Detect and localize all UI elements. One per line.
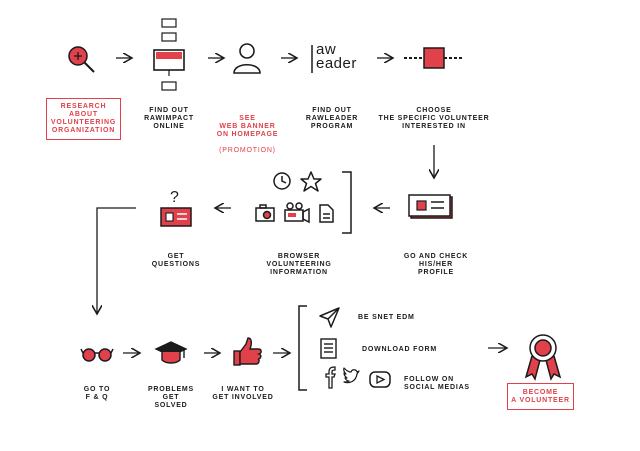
question-card-icon: ? xyxy=(160,189,192,227)
slider-icon xyxy=(404,47,464,69)
step-profile: GO AND CHECK HIS/HER PROFILE xyxy=(403,253,469,276)
step-rawimpact: FIND OUT RAWIMPACT ONLINE xyxy=(144,107,194,130)
search-icon xyxy=(68,46,95,73)
step-involved: I WANT TO GET INVOLVED xyxy=(212,386,274,401)
step-research: RESEARCH ABOUT VOLUNTEERING ORGANIZATION xyxy=(46,98,121,140)
clock-icon xyxy=(273,172,291,190)
step-banner-promo: (PROMOTION) xyxy=(219,147,276,154)
video-icon xyxy=(284,202,310,224)
user-icon xyxy=(233,43,261,74)
youtube-icon xyxy=(369,371,391,388)
document-icon xyxy=(319,204,334,223)
logo-top: aw xyxy=(316,41,337,58)
step-download: DOWNLOAD FORM xyxy=(362,346,437,353)
step-choose: CHOOSE THE SPECIFIC VOLUNTEER INTERESTED… xyxy=(378,107,490,130)
facebook-icon xyxy=(325,366,336,389)
send-icon xyxy=(319,307,340,328)
profile-card-icon xyxy=(408,194,453,219)
thumbs-up-icon xyxy=(233,337,262,366)
step-banner-main: SEE WEB BANNER ON HOMEPAGE xyxy=(216,115,279,138)
step-faq: GO TO F & Q xyxy=(83,386,111,401)
glasses-icon xyxy=(80,348,114,362)
step-rawleader: FIND OUT RAWLEADER PROGRAM xyxy=(305,107,359,130)
step-become: BECOME A VOLUNTEER xyxy=(507,383,574,410)
rawleader-logo-text: aw eader xyxy=(316,41,357,72)
ribbon-icon xyxy=(524,334,562,381)
graduation-cap-icon xyxy=(154,341,188,364)
flow-arrows xyxy=(97,58,507,353)
twitter-icon xyxy=(343,367,360,384)
step-banner: SEE WEB BANNER ON HOMEPAGE (PROMOTION) xyxy=(210,107,285,155)
monitor-icon xyxy=(153,18,185,91)
step-solved: PROBLEMS GET SOLVED xyxy=(147,386,195,409)
step-questions: GET QUESTIONS xyxy=(151,253,201,268)
star-icon xyxy=(300,171,322,192)
form-icon xyxy=(320,338,337,359)
camera-icon xyxy=(255,204,275,222)
step-browser: BROWSER VOLUNTEERING INFORMATION xyxy=(266,253,332,276)
logo-bottom: eader xyxy=(316,55,357,72)
step-edm: BE SNET EDM xyxy=(358,314,415,321)
svg-text:?: ? xyxy=(170,189,179,206)
step-social: FOLLOW ON SOCIAL MEDIAS xyxy=(404,376,470,391)
